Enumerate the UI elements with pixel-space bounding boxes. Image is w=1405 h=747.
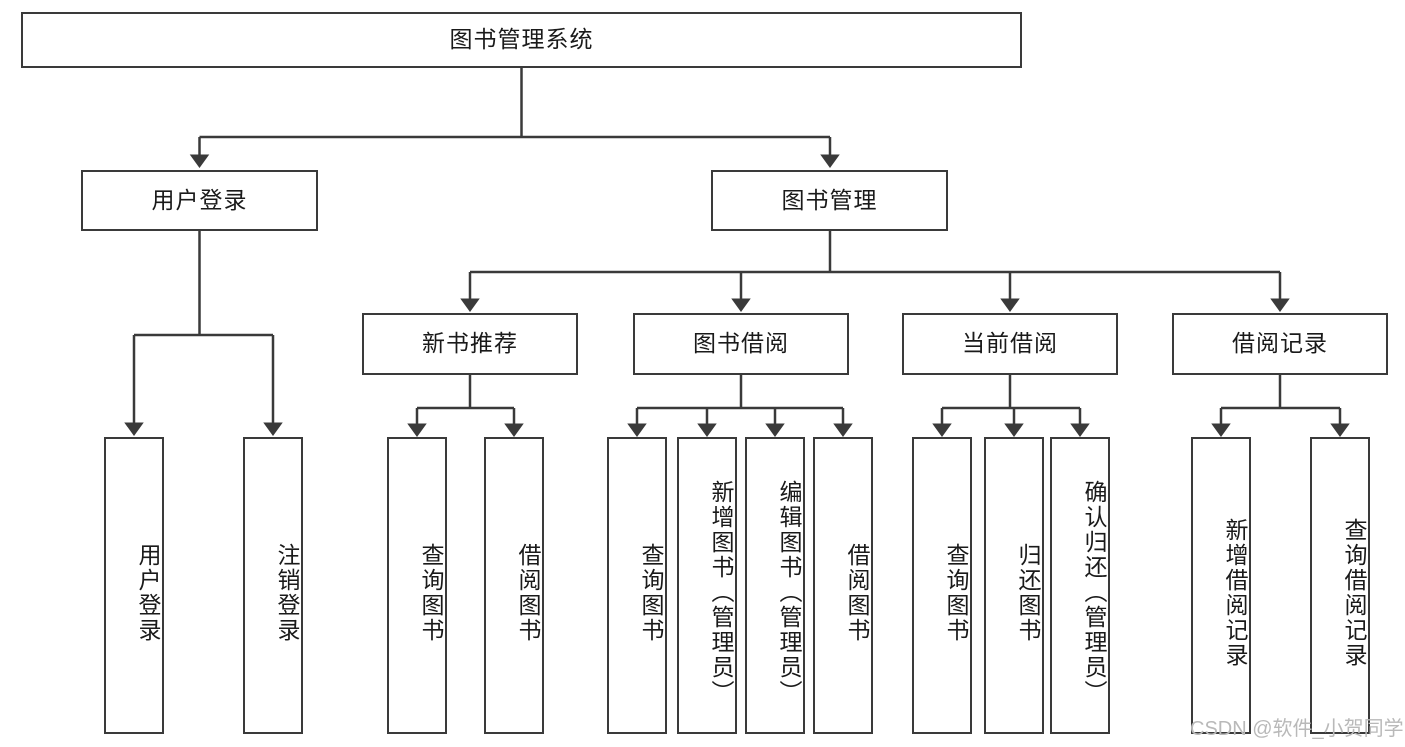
node-label: 新增图书（管理员） [708, 480, 734, 705]
root-node-e59bbee4b9a6e7aea1e79086e7b3bbe7bb9f[interactable]: 图书管理系统 [21, 12, 1022, 68]
level3-node-e5bd93e5898de5809fe99885[interactable]: 当前借阅 [902, 313, 1118, 375]
level3-node-e5809fe99885e8aeb0e5bd95[interactable]: 借阅记录 [1172, 313, 1388, 375]
node-label: 图书管理系统 [449, 26, 594, 53]
node-label: 用户登录 [135, 542, 161, 643]
node-label: 查询图书 [638, 542, 664, 643]
leaf-node-e696b0e5a29ee59bbee4b9a6efbc88e7aea1e79086e59198efbc89[interactable]: 新增图书（管理员） [677, 437, 737, 734]
node-label: 借阅记录 [1232, 330, 1328, 357]
leaf-node-e5809fe99885e59bbee4b9a6[interactable]: 借阅图书 [484, 437, 544, 734]
node-label: 查询借阅记录 [1341, 517, 1367, 668]
node-label: 图书借阅 [693, 330, 789, 357]
node-label: 图书管理 [781, 186, 878, 213]
node-label: 借阅图书 [515, 542, 541, 643]
leaf-node-e69fa5e8afa2e5809fe99885e8aeb0e5bd95[interactable]: 查询借阅记录 [1310, 437, 1370, 734]
node-label: 新书推荐 [422, 330, 518, 357]
node-label: 借阅图书 [844, 542, 870, 643]
level3-node-e59bbee4b9a6e5809fe99885[interactable]: 图书借阅 [633, 313, 849, 375]
level2-node-e59bbee4b9a6e7aea1e79086[interactable]: 图书管理 [711, 170, 948, 231]
leaf-node-e794a8e688b7e799bbe5bd95[interactable]: 用户登录 [104, 437, 164, 734]
node-label: 新增借阅记录 [1222, 517, 1248, 668]
level3-node-e696b0e4b9a6e68ea8e88d90[interactable]: 新书推荐 [362, 313, 578, 375]
leaf-node-e696b0e5a29ee5809fe99885e8aeb0e5bd95[interactable]: 新增借阅记录 [1191, 437, 1251, 734]
node-label: 用户登录 [151, 186, 248, 213]
leaf-node-e5bd92e8bf98e59bbee4b9a6[interactable]: 归还图书 [984, 437, 1044, 734]
node-label: 注销登录 [274, 542, 300, 643]
node-label: 确认归还（管理员） [1081, 480, 1107, 705]
node-label: 查询图书 [418, 542, 444, 643]
leaf-node-e69fa5e8afa2e59bbee4b9a6[interactable]: 查询图书 [387, 437, 447, 734]
leaf-node-e69fa5e8afa2e59bbee4b9a6[interactable]: 查询图书 [912, 437, 972, 734]
node-label: 归还图书 [1015, 542, 1041, 643]
csdn-watermark: CSDN @软件_小贺同学 [1190, 718, 1404, 740]
node-label: 编辑图书（管理员） [776, 480, 802, 705]
node-label: 当前借阅 [962, 330, 1058, 357]
node-label: 查询图书 [943, 542, 969, 643]
leaf-node-e6b3a8e99480e799bbe5bd95[interactable]: 注销登录 [243, 437, 303, 734]
leaf-node-e5809fe99885e59bbee4b9a6[interactable]: 借阅图书 [813, 437, 873, 734]
leaf-node-e69fa5e8afa2e59bbee4b9a6[interactable]: 查询图书 [607, 437, 667, 734]
leaf-node-e7a1aee8aea4e5bd92e8bf98efbc88e7aea1e79086e59198efbc89[interactable]: 确认归还（管理员） [1050, 437, 1110, 734]
leaf-node-e7bc96e8be91e59bbee4b9a6efbc88e7aea1e79086e59198efbc89[interactable]: 编辑图书（管理员） [745, 437, 805, 734]
level2-node-e794a8e688b7e799bbe5bd95[interactable]: 用户登录 [81, 170, 318, 231]
